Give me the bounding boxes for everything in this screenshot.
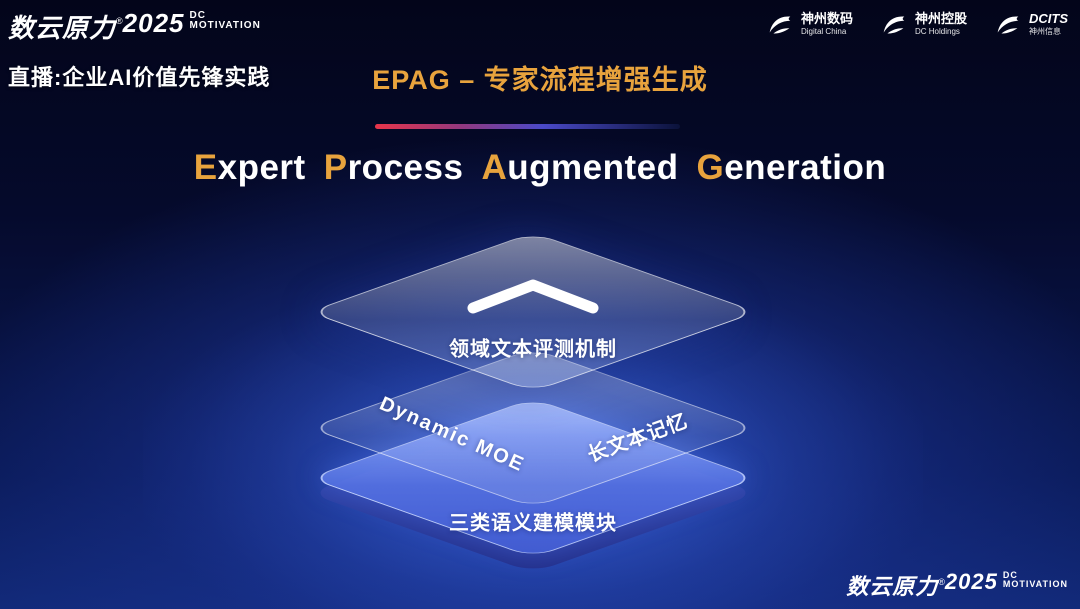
logo-text: DCITS 神州信息 [1029,12,1068,38]
brand-subtitle: DC MOTIVATION [1003,571,1068,589]
dc-holdings-logo: 神州控股 DC Holdings [879,10,967,40]
brand-sub-line2: MOTIVATION [189,20,261,31]
brand-logo-footer: 数云原力®2025 DC MOTIVATION [846,569,1068,601]
top-layer-label: 领域文本评测机制 [449,338,617,361]
title-word: Expert [194,148,306,187]
digital-china-logo: 神州数码 Digital China [765,10,853,40]
logo-subtext: DC Holdings [914,27,960,36]
brand-subtitle: DC MOTIVATION [190,11,261,31]
slide-subtitle-english: Expert Process Augmented Generation [0,148,1080,188]
brand-logo-header: 数云原力®2025 DC MOTIVATION [8,8,261,45]
dcits-swoosh-icon [997,16,1019,34]
brand-name: 数云原力 [8,13,117,43]
brand-sub-line1: DC [189,10,206,21]
title-word: Generation [696,148,886,187]
logo-text: 神州数码 Digital China [801,12,853,38]
title-word: Augmented [481,148,678,187]
title-capital: A [481,148,508,187]
dcits-logo: DCITS 神州信息 [993,10,1068,40]
logo-subtext: Digital China [800,27,847,36]
registered-mark: ® [116,16,123,26]
registered-mark: ® [938,577,945,587]
title-capital: P [323,148,348,187]
bottom-layer-label: 三类语义建模模块 [449,512,617,535]
digital-china-swoosh-icon [769,16,791,34]
title-capital: E [193,148,218,187]
title-word: Process [324,148,464,187]
logo-text: 神州控股 DC Holdings [915,12,967,38]
brand-year: 2025 [122,8,185,38]
title-rest: eneration [724,148,887,187]
logo-name: 神州数码 [800,11,853,26]
logo-subtext: 神州信息 [1029,27,1061,36]
logo-name: 神州控股 [914,11,967,26]
brand-name: 数云原力 [846,574,939,599]
dc-holdings-swoosh-icon [883,16,905,34]
live-stream-label: 直播:企业AI价值先锋实践 [8,65,271,90]
brand-year: 2025 [944,569,998,594]
title-capital: G [696,148,725,187]
logo-name: DCITS [1029,11,1068,26]
company-logo-strip: 神州数码 Digital China 神州控股 DC Holdings DCIT… [765,10,1068,40]
gradient-divider-line [375,124,680,129]
title-rest: rocess [347,148,464,187]
brand-sub-line2: MOTIVATION [1002,579,1068,589]
title-rest: xpert [217,148,306,187]
slide-title: EPAG – 专家流程增强生成 [372,65,708,95]
brand-sub-line1: DC [1002,570,1018,580]
chevron-up-icon [467,279,599,314]
title-rest: ugmented [507,148,679,187]
